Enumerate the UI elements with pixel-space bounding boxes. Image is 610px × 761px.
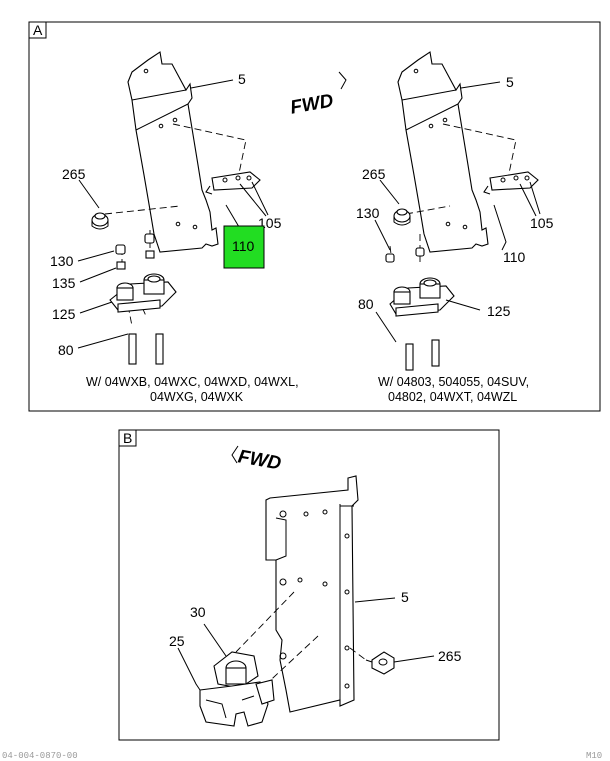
label-105-right: 105 [530, 215, 554, 231]
leader-135-left [79, 267, 117, 283]
clamp-265-left [91, 212, 109, 230]
panel-a-letter: A [33, 22, 43, 38]
clip-105-left [205, 171, 261, 195]
label-5-right: 5 [506, 74, 514, 90]
dash-line-left-1 [172, 123, 247, 179]
fwd-label-a: FWD [289, 90, 336, 118]
bracket-5-left [127, 51, 219, 253]
footer-code: M10 [586, 751, 602, 761]
dash-line-right-1 [442, 123, 517, 179]
bracket-5-b [265, 475, 359, 713]
leader-125-left [79, 301, 113, 314]
label-125-right: 125 [487, 303, 511, 319]
label-130-left: 130 [50, 253, 74, 269]
label-130-right: 130 [356, 205, 380, 221]
leader-80-left [77, 333, 129, 349]
fwd-label-b: FWD [236, 446, 283, 474]
rods-80-left [128, 333, 164, 365]
clamp-265-b [365, 651, 395, 675]
rods-80-right [405, 339, 440, 371]
footer-document-id: 04-004-0870-00 [2, 751, 78, 761]
panel-a-letter-box [28, 21, 47, 39]
label-80-right: 80 [358, 296, 374, 312]
caption-right-1: W/ 04803, 504055, 04SUV, [378, 375, 529, 389]
label-110-highlight: 110 [232, 238, 255, 254]
label-80-left: 80 [58, 342, 74, 358]
fwd-arrow-a: FWD [289, 71, 347, 119]
connector-25-b [199, 651, 275, 727]
panel-b-frame [118, 429, 500, 741]
leader-265-b [393, 655, 435, 663]
label-265-b: 265 [438, 648, 462, 664]
label-110-right: 110 [503, 249, 526, 265]
label-30-b: 30 [190, 604, 206, 620]
leader-25-b [177, 647, 201, 691]
leader-125-right [445, 299, 481, 311]
label-5-b: 5 [401, 589, 409, 605]
fwd-arrow-b: FWD [231, 445, 283, 475]
screw-130-right [385, 247, 425, 263]
screw-130-left [115, 233, 155, 270]
bracket-5-right [397, 51, 489, 253]
leader-80-right [375, 311, 397, 343]
connector-125-right [389, 277, 455, 317]
highlight-110-box [223, 225, 265, 269]
leader-265-right [379, 179, 400, 205]
panel-b-letter: B [123, 430, 132, 446]
leader-130-right [374, 219, 391, 251]
dash-line-left-2 [104, 205, 181, 215]
dash-line-right-2 [405, 205, 451, 215]
label-135-left: 135 [52, 275, 76, 291]
leader-5-left [190, 79, 234, 89]
caption-left-1: W/ 04WXB, 04WXC, 04WXD, 04WXL, [86, 375, 299, 389]
label-265-left: 265 [62, 166, 86, 182]
caption-left-2: 04WXG, 04WXK [150, 390, 244, 404]
label-5-left: 5 [238, 71, 246, 87]
label-265-right: 265 [362, 166, 386, 182]
leader-105-left [239, 181, 269, 217]
panel-a-frame [28, 21, 601, 412]
leader-5-b [354, 597, 396, 603]
caption-right-2: 04802, 04WXT, 04WZL [388, 390, 517, 404]
fwd-arrowhead-a [338, 71, 347, 90]
clamp-265-right [393, 208, 411, 226]
leader-110-right [493, 204, 507, 251]
panel-b-letter-box [118, 429, 137, 447]
label-125-left: 125 [52, 306, 76, 322]
clip-105-right [483, 171, 539, 195]
connector-125-left [109, 273, 177, 313]
leader-105-right [519, 181, 541, 217]
leader-30-b [203, 623, 227, 657]
leader-265-left [78, 179, 100, 209]
label-25-b: 25 [169, 633, 185, 649]
fwd-arrowhead-b [231, 445, 239, 464]
leader-5-right [460, 81, 501, 89]
leader-130-left [77, 250, 115, 262]
